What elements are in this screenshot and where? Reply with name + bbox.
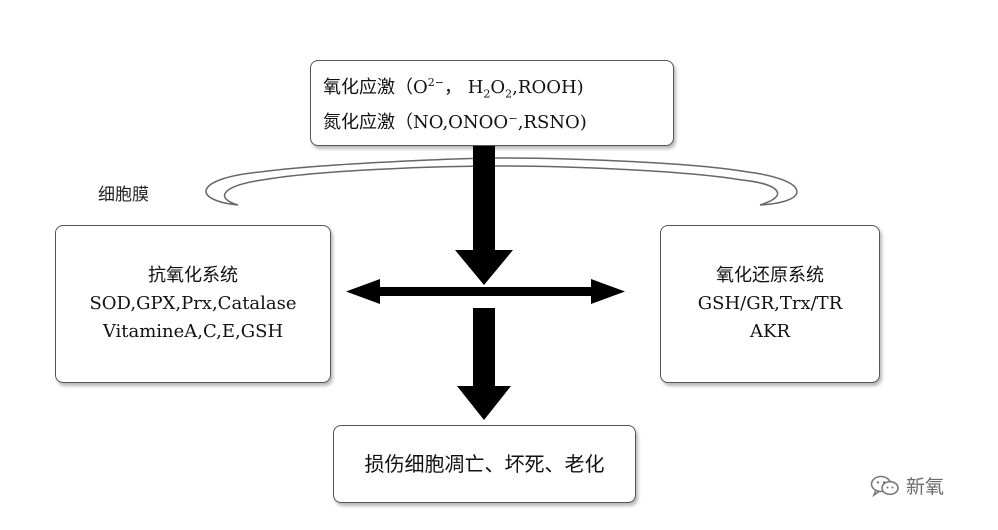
outcome-box: 损伤细胞凋亡、坏死、老化 bbox=[333, 425, 636, 503]
redox-title: 氧化还原系统 bbox=[716, 265, 824, 286]
redox-pairs: GSH/GR,Trx/TR bbox=[697, 293, 843, 314]
cell-membrane-curve bbox=[205, 157, 798, 206]
antioxidant-title: 抗氧化系统 bbox=[148, 265, 238, 286]
antioxidant-system-box: 抗氧化系统 SOD,GPX,Prx,Catalase VitamineA,C,E… bbox=[55, 225, 331, 383]
arrow-down-upper bbox=[455, 146, 513, 285]
stress-box: 氧化应激（O2−， H2O2,ROOH) 氮化应激（NO,ONOO⁻,RSNO) bbox=[310, 60, 674, 146]
redox-akr: AKR bbox=[750, 321, 790, 342]
oxidative-stress-line: 氧化应激（O2−， H2O2,ROOH) bbox=[323, 76, 584, 101]
watermark: 新氧 bbox=[870, 472, 944, 499]
cell-membrane-label: 细胞膜 bbox=[98, 185, 149, 205]
antioxidant-enzymes: SOD,GPX,Prx,Catalase bbox=[89, 293, 297, 314]
redox-system-box: 氧化还原系统 GSH/GR,Trx/TR AKR bbox=[660, 225, 880, 383]
arrow-down-lower bbox=[457, 308, 511, 420]
antioxidant-vitamins: VitamineA,C,E,GSH bbox=[102, 321, 284, 342]
nitrosative-stress-line: 氮化应激（NO,ONOO⁻,RSNO) bbox=[323, 111, 587, 133]
wechat-icon bbox=[870, 475, 899, 497]
double-arrow-horizontal bbox=[346, 279, 625, 304]
outcome-text: 损伤细胞凋亡、坏死、老化 bbox=[364, 452, 605, 476]
watermark-text: 新氧 bbox=[906, 476, 945, 498]
